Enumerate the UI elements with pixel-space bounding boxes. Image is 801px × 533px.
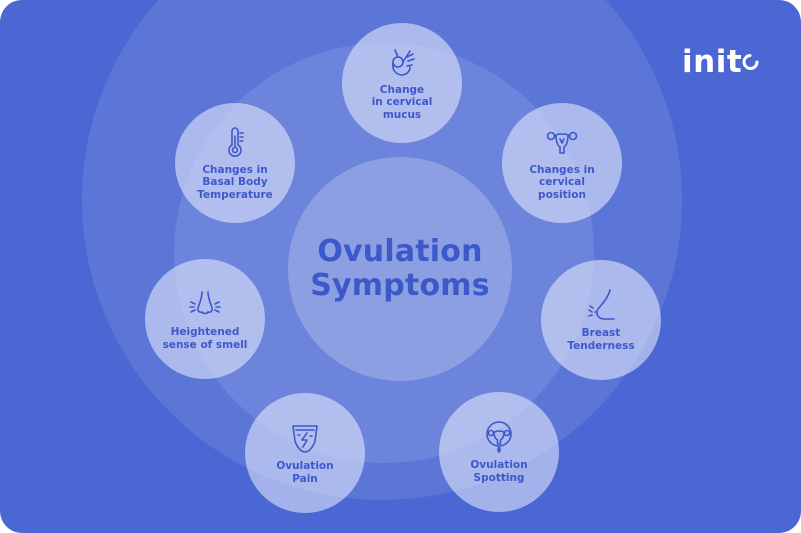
nose-icon	[189, 291, 221, 315]
center-title-line-1: Ovulation	[317, 234, 483, 269]
thermometer-icon	[228, 127, 244, 157]
symptom-label-line: in cervical	[371, 96, 433, 109]
symptom-label-line: Changes in	[202, 163, 268, 176]
symptom-label-line: sense of smell	[162, 338, 248, 351]
logo-text: init	[682, 44, 743, 80]
symptom-label-line: Pain	[292, 472, 318, 485]
symptom-label-line: Breast	[581, 327, 621, 339]
symptom-label-line: mucus	[382, 108, 422, 121]
symptom-basal-temperature: Changes in Basal Body Temperature	[175, 103, 295, 223]
symptom-label-line: Ovulation	[470, 459, 528, 471]
symptom-label-line: Change	[379, 83, 425, 96]
logo-mark-icon	[742, 54, 759, 70]
symptom-label-line: position	[538, 188, 586, 201]
center-title-circle: Ovulation Symptoms	[288, 157, 512, 381]
symptom-label-line: Changes in	[529, 163, 595, 176]
symptom-ovulation-spotting: Ovulation Spotting	[439, 392, 559, 512]
symptom-label-line: Ovulation	[276, 460, 334, 472]
symptom-label-line: cervical	[539, 176, 585, 189]
symptom-label-line: Basal Body	[202, 176, 268, 189]
inito-logo: init	[682, 44, 759, 80]
symptom-label-line: Tenderness	[567, 339, 635, 352]
pelvic-pain-icon	[292, 425, 318, 453]
ok-hand-icon	[392, 48, 415, 76]
symptom-breast-tenderness: Breast Tenderness	[541, 260, 661, 380]
symptom-cervical-mucus: Change in cervical mucus	[342, 23, 462, 143]
symptom-cervical-position: Changes in cervical position	[502, 103, 622, 223]
uterus-icon	[546, 131, 578, 154]
symptom-label-line: Heightened	[170, 326, 240, 338]
symptom-label-line: Spotting	[473, 471, 525, 484]
symptom-ovulation-pain: Ovulation Pain	[245, 393, 365, 513]
symptom-label-line: Temperature	[197, 188, 273, 201]
breast-icon	[588, 289, 615, 320]
center-title-line-2: Symptoms	[310, 268, 490, 303]
spotting-icon	[486, 421, 512, 453]
symptom-sense-of-smell: Heightened sense of smell	[145, 259, 265, 379]
